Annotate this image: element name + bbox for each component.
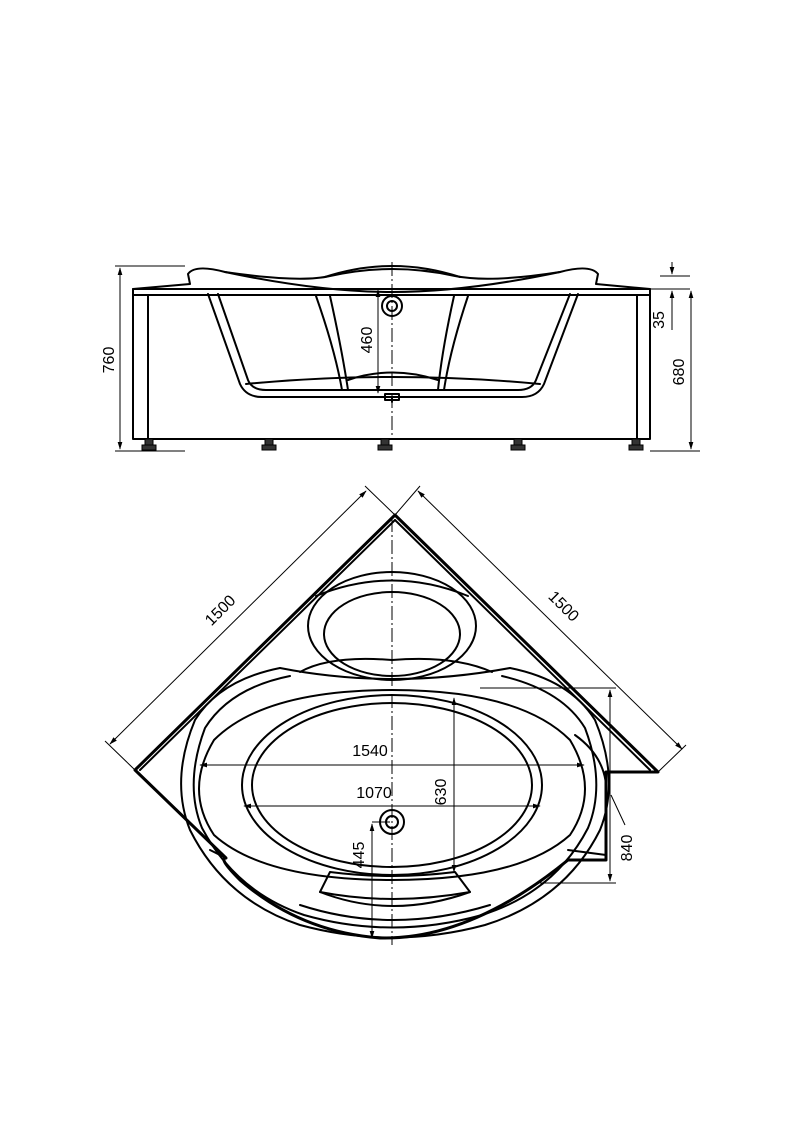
dim-drain-offset: 445 [351,821,390,939]
dim-inner-depth-plan: 630 [433,697,457,873]
svg-text:445: 445 [351,842,368,869]
dim-front-depth: 840 [480,687,636,884]
dim-rim-offset: 35 [650,262,690,330]
dim-side-left: 1500 [104,485,396,771]
svg-text:1540: 1540 [352,743,388,760]
dim-inner-depth: 460 [359,289,381,394]
dim-side-right: 1500 [394,485,687,773]
svg-text:460: 460 [359,327,376,354]
dim-panel-height: 680 [650,290,700,452]
dim-total-height: 760 [101,265,185,452]
dim-inner-width: 1070 [243,785,541,809]
front-seat [319,871,471,900]
svg-text:35: 35 [651,311,668,329]
svg-text:630: 630 [433,779,450,806]
dim-bowl-width: 1540 [199,743,585,768]
side-view: 760 460 35 680 [101,262,700,452]
svg-text:1070: 1070 [356,785,392,802]
svg-text:840: 840 [619,835,636,862]
plan-view: 1500 1500 1540 1070 630 840 [104,485,687,945]
svg-text:680: 680 [671,359,688,386]
svg-text:760: 760 [101,347,118,374]
support-legs [141,438,644,451]
svg-text:1500: 1500 [202,592,239,629]
